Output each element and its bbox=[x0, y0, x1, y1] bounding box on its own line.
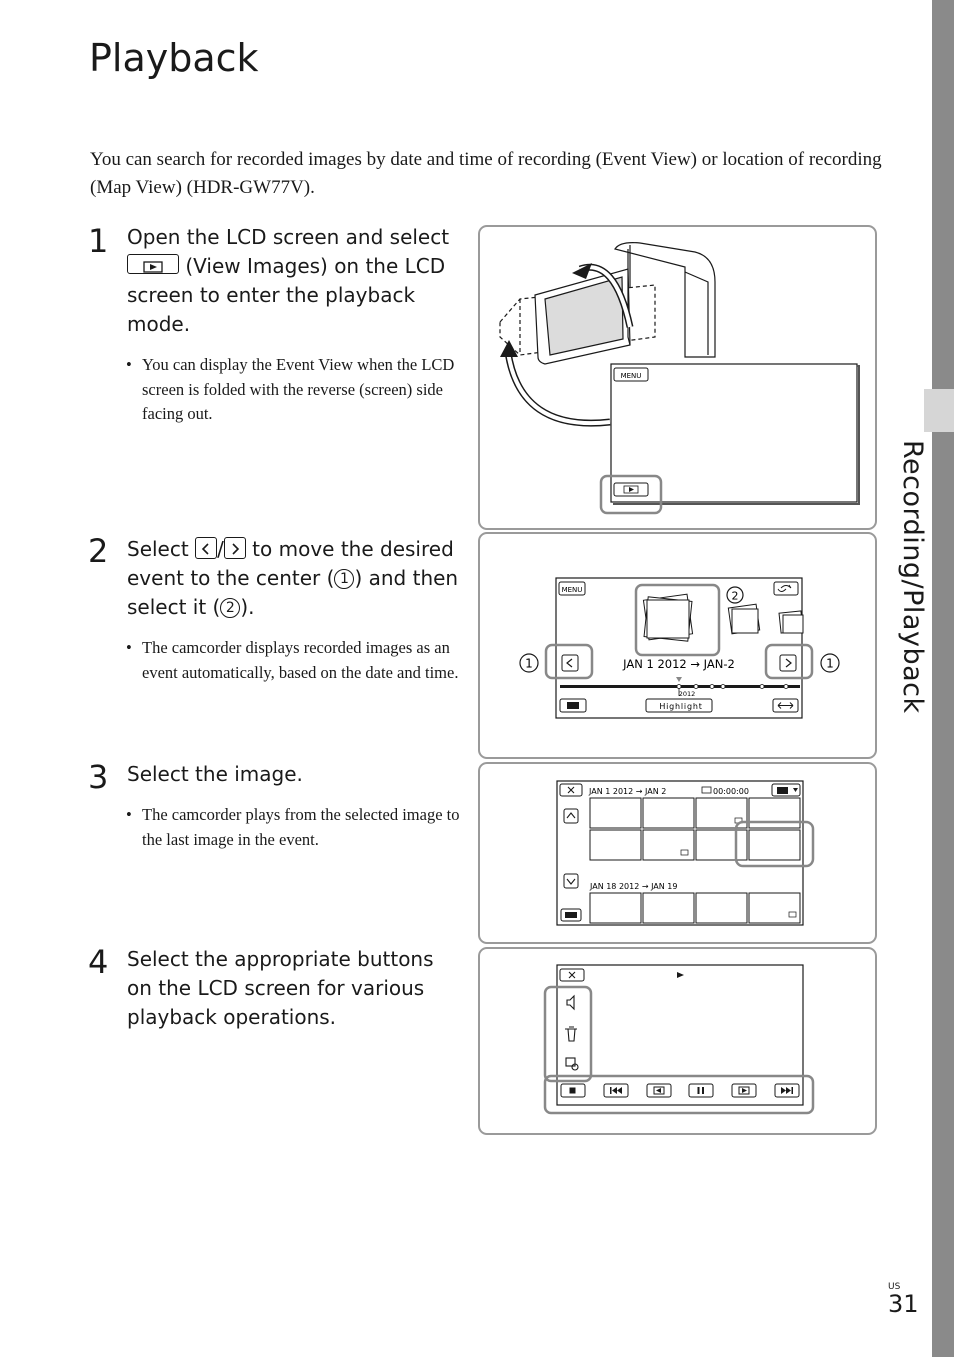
step-2-text-e: ). bbox=[240, 595, 255, 619]
switch-view-icon bbox=[773, 581, 799, 596]
step-1-bullet: You can display the Event View when the … bbox=[126, 353, 466, 427]
row2-date-range: JAN 18 2012 → JAN 19 bbox=[589, 882, 678, 891]
close-button bbox=[559, 968, 585, 982]
side-controls-frame bbox=[543, 985, 593, 1083]
highlight-button bbox=[645, 698, 713, 713]
volume-icon bbox=[566, 994, 575, 1011]
side-section-tab bbox=[924, 389, 954, 432]
step-3-text: Select the image. bbox=[127, 762, 303, 786]
step-1-number: 1 bbox=[88, 222, 109, 260]
display-settings-icon bbox=[565, 1057, 576, 1067]
camera-mode-button bbox=[559, 698, 587, 713]
step-2-text-a: Select bbox=[127, 537, 189, 561]
callout-2: 2 bbox=[732, 590, 739, 603]
camera-mode-button bbox=[560, 908, 582, 922]
delete-icon bbox=[565, 1026, 577, 1042]
rewind-button bbox=[646, 1083, 672, 1098]
previous-button bbox=[603, 1083, 629, 1098]
callout-1-right: 1 bbox=[826, 657, 834, 671]
bottom-controls-frame bbox=[543, 1074, 815, 1115]
figure-open-lcd: MENU bbox=[478, 225, 877, 530]
step-1-text-before: Open the LCD screen and select bbox=[127, 225, 450, 249]
scroll-down-button bbox=[563, 873, 579, 889]
highlight-button-label: Highlight bbox=[659, 702, 702, 711]
close-button bbox=[559, 783, 583, 797]
duration-icon bbox=[701, 786, 712, 794]
region-code: US bbox=[888, 1282, 901, 1292]
lcd-screen: MENU bbox=[599, 363, 860, 515]
next-arrow-icon bbox=[223, 537, 246, 559]
timeline-year: 2012 bbox=[679, 690, 696, 698]
callout-1-marker: 1 bbox=[334, 569, 355, 589]
step-2-text-c: to move the desired event to the center … bbox=[127, 537, 454, 590]
row1-duration: 00:00:00 bbox=[713, 787, 749, 796]
step-2-bullet: The camcorder displays recorded images a… bbox=[126, 636, 466, 685]
previous-event-button bbox=[561, 654, 579, 672]
step-2-text-d: ) and then select it ( bbox=[127, 566, 459, 619]
center-event-frame bbox=[634, 583, 721, 657]
previous-arrow-icon bbox=[195, 537, 218, 559]
step-4-number: 4 bbox=[88, 943, 109, 981]
step-3-bullet: The camcorder plays from the selected im… bbox=[126, 803, 466, 852]
image-type-selector bbox=[771, 783, 801, 797]
scroll-up-button bbox=[563, 808, 579, 824]
event-date-range: JAN 1 2012 → JAN-2 bbox=[622, 657, 735, 671]
page-title: Playback bbox=[89, 36, 259, 80]
row1-date-range: JAN 1 2012 → JAN 2 bbox=[588, 787, 666, 796]
callout-1-left: 1 bbox=[525, 657, 533, 671]
camcorder-illustration bbox=[499, 242, 716, 365]
step-1-text-after: (View Images) on the LCD screen to enter… bbox=[127, 254, 446, 336]
page-number: 31 bbox=[888, 1290, 919, 1318]
figure-playback-controls bbox=[478, 947, 877, 1135]
callout-2-marker: 2 bbox=[220, 598, 241, 618]
fast-forward-button bbox=[731, 1083, 757, 1098]
view-images-icon bbox=[127, 254, 179, 274]
play-status-icon bbox=[677, 972, 684, 978]
next-event-button bbox=[779, 654, 797, 672]
side-section-label: Recording/Playback bbox=[897, 440, 928, 714]
step-3-number: 3 bbox=[88, 758, 109, 796]
intro-paragraph: You can search for recorded images by da… bbox=[90, 149, 882, 198]
step-1-text: Open the LCD screen and select (View Ima… bbox=[127, 223, 462, 339]
page-footer: US 31 bbox=[888, 1282, 919, 1318]
step-4-text: Select the appropriate buttons on the LC… bbox=[127, 947, 434, 1029]
selected-thumbnail-frame bbox=[734, 820, 815, 868]
side-section-bar bbox=[932, 0, 954, 1357]
next-button bbox=[774, 1083, 800, 1098]
figure-event-view: MENU 2 1 1 JAN 1 2012 → JAN-2 bbox=[478, 532, 877, 759]
step-2-text: Select / to move the desired event to th… bbox=[127, 535, 462, 622]
step-2-slash: / bbox=[217, 537, 224, 561]
view-images-button bbox=[613, 482, 649, 497]
step-2-number: 2 bbox=[88, 532, 109, 570]
event-thumbnail-stack bbox=[642, 593, 694, 642]
stop-button bbox=[560, 1083, 586, 1098]
menu-button-label: MENU bbox=[621, 372, 642, 380]
highlight-frame bbox=[599, 474, 663, 515]
swap-view-icon bbox=[772, 698, 799, 713]
pause-button bbox=[688, 1083, 714, 1098]
fold-arrow-icon bbox=[504, 351, 611, 427]
figure-thumbnail-grid: JAN 1 2012 → JAN 2 00:00:00 JAN 18 2012 … bbox=[478, 762, 877, 944]
menu-button-label: MENU bbox=[562, 586, 583, 594]
